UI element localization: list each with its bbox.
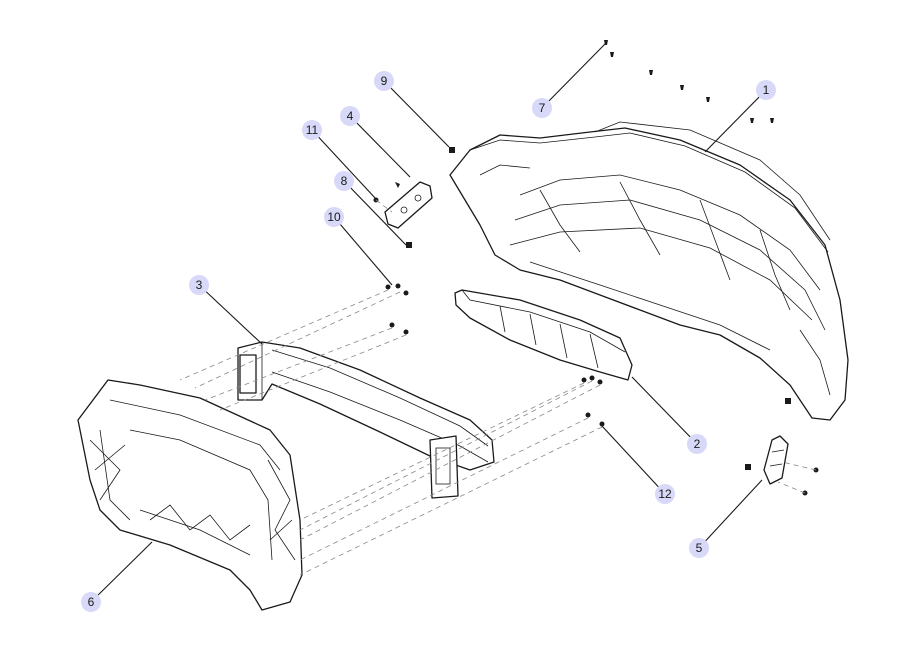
callout-11-label: 11 [306,123,319,137]
callout-4-label: 4 [347,109,354,123]
callout-11-bubble [302,120,322,140]
callout-9-bubble [374,71,394,91]
callout-2: 2 [687,434,707,454]
callout-10-bubble [324,207,344,227]
callout-7-label: 7 [539,101,546,115]
callout-5: 5 [689,538,709,558]
callout-11: 11 [302,120,322,140]
callout-1-label: 1 [763,83,770,97]
callout-1-bubble [756,80,776,100]
front-end-carrier [77,379,303,611]
callout-3: 3 [189,275,209,295]
bumper-reinforcement [237,341,495,499]
callout-6-bubble [81,592,101,612]
fasteners [373,40,819,496]
callout-10: 10 [324,207,344,227]
callout-4-bubble [340,106,360,126]
assembly-guide-lines [179,199,817,576]
callout-3-bubble [189,275,209,295]
right-side-bracket [763,435,789,485]
callout-3-label: 3 [196,278,203,292]
callout-12: 12 [655,484,675,504]
callout-5-bubble [689,538,709,558]
callout-1: 1 [756,80,776,100]
callout-8: 8 [334,171,354,191]
callout-12-label: 12 [658,487,672,501]
left-side-bracket [384,181,433,229]
callout-9: 9 [374,71,394,91]
callout-2-bubble [687,434,707,454]
callout-5-label: 5 [696,541,703,555]
energy-absorber [454,289,633,381]
callout-10-label: 10 [327,210,341,224]
bumper-cover [449,121,849,421]
leader-lines [90,42,767,603]
callout-7-bubble [532,98,552,118]
callout-6: 6 [81,592,101,612]
callout-9-label: 9 [381,74,388,88]
callout-6-label: 6 [88,595,95,609]
callout-8-bubble [334,171,354,191]
callout-4: 4 [340,106,360,126]
callout-8-label: 8 [341,174,348,188]
callout-7: 7 [532,98,552,118]
callout-12-bubble [655,484,675,504]
callout-2-label: 2 [694,437,701,451]
